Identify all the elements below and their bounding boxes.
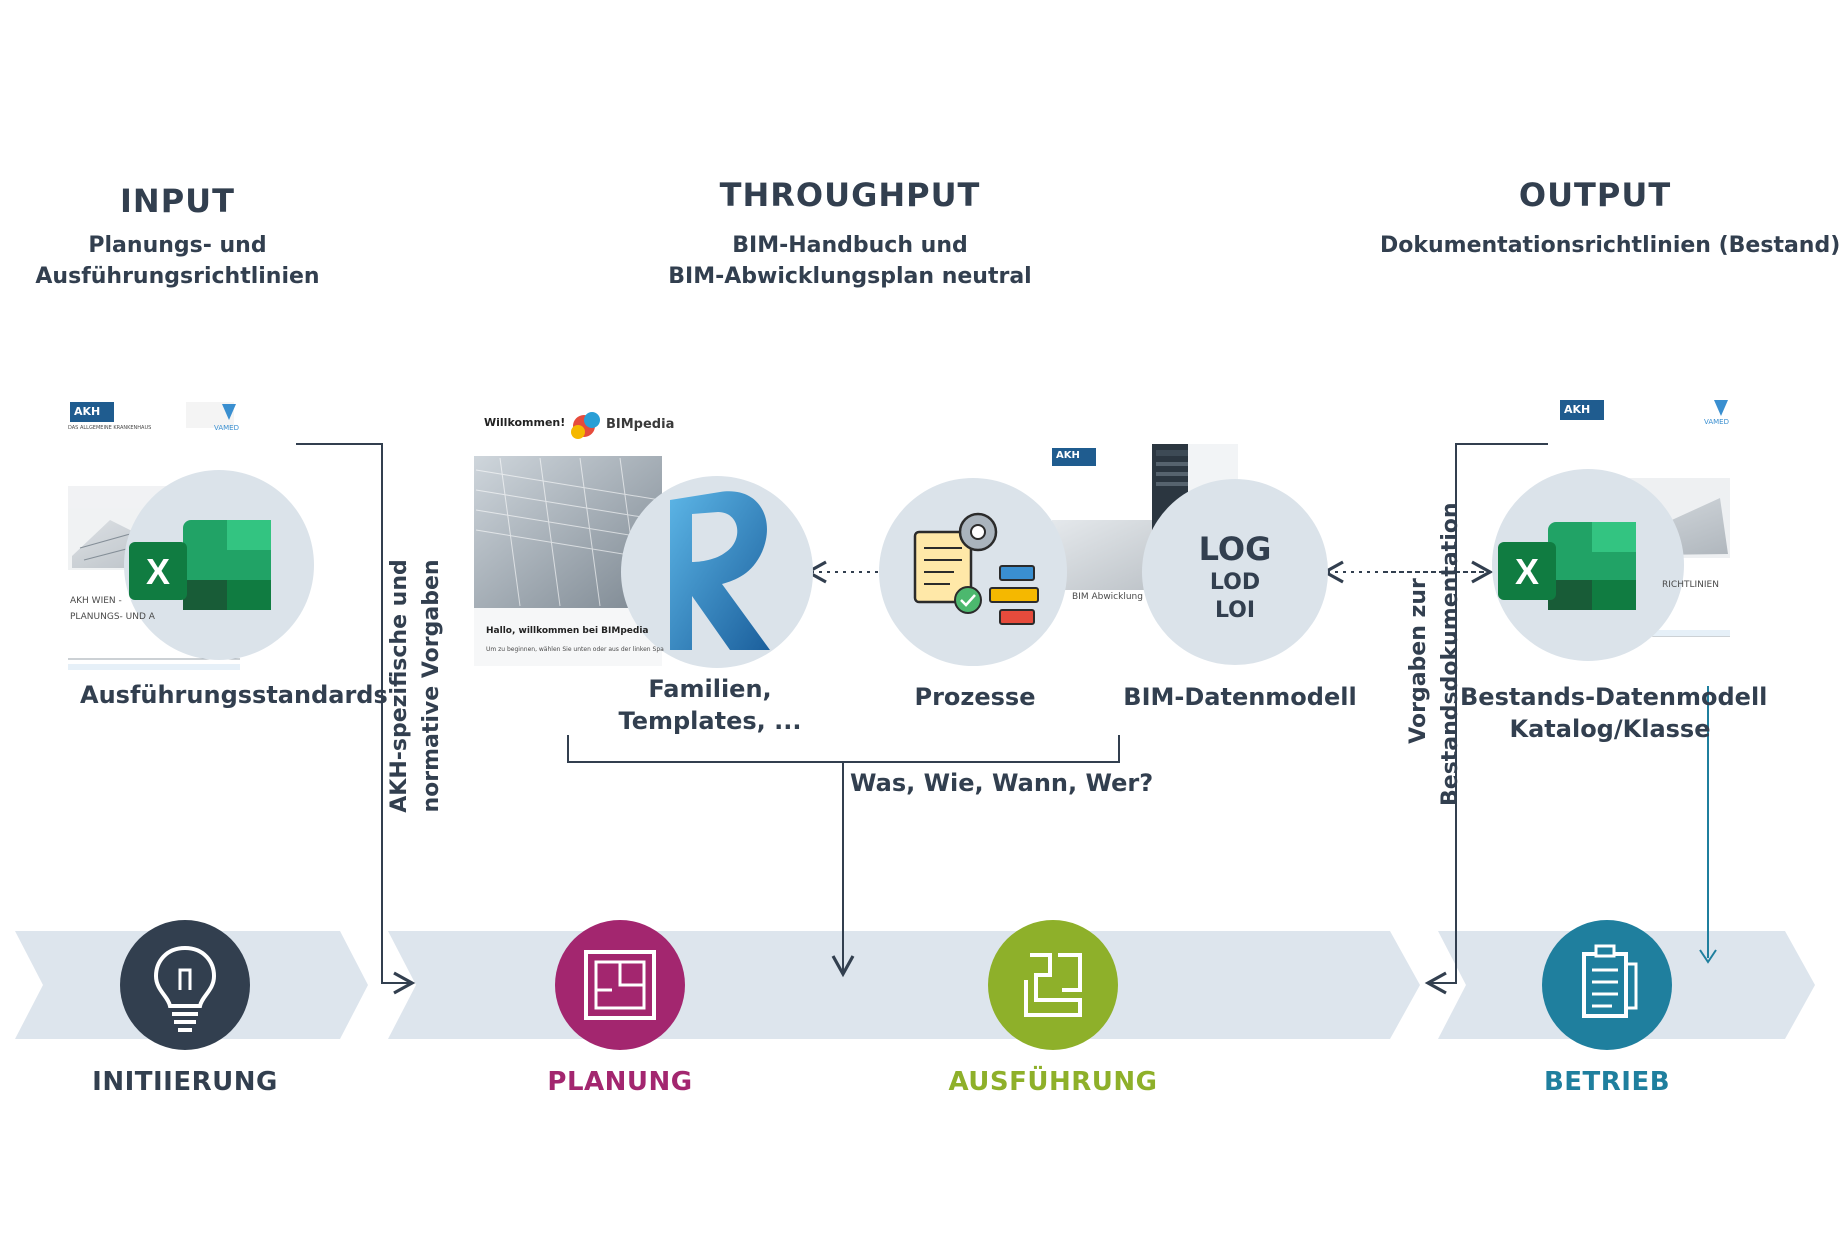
connectors: [288, 443, 1548, 995]
throughput-subtitle-line2: BIM-Abwicklungsplan neutral: [668, 264, 1032, 289]
circle-prozesse: [879, 478, 1067, 666]
phase-circle-ausfuehrung: [988, 920, 1118, 1050]
familien-label-line1: Familien,: [648, 675, 772, 703]
input-title: INPUT: [120, 182, 235, 220]
akh-doc-title-line1: AKH WIEN -: [70, 596, 122, 606]
akh-doc-title-line2: PLANUNGS- UND A: [70, 612, 155, 622]
prozesse-label: Prozesse: [914, 683, 1036, 711]
akh-vertical-line1: AKH-spezifische und: [387, 559, 412, 813]
bestand-logo-text: AKH: [1564, 403, 1591, 416]
bestand-connector: [1424, 443, 1548, 995]
output-title: OUTPUT: [1518, 176, 1672, 214]
bestand-partner-text: VAMED: [1704, 418, 1729, 426]
throughput-title: THROUGHPUT: [719, 176, 981, 214]
output-subtitle-line1: Dokumentationsrichtlinien (Bestand): [1380, 233, 1840, 258]
svg-text:X: X: [1515, 551, 1539, 592]
bimpedia-brand: BIMpedia: [606, 417, 675, 432]
bimpedia-hello: Hallo, willkommen bei BIMpedia: [486, 626, 649, 636]
phase-circle-betrieb: [1542, 920, 1672, 1050]
akh-connector: [288, 443, 416, 995]
circle-log-lod-loi: [1142, 479, 1328, 665]
bim-doc-logo: AKH: [1056, 450, 1080, 461]
phase-label-planung: PLANUNG: [547, 1067, 693, 1097]
bimpedia-hint: Um zu beginnen, wählen Sie unten oder au…: [486, 646, 664, 653]
phase-circle-initiierung: [120, 920, 250, 1050]
circle-excel-output: X: [1492, 469, 1684, 661]
log-badge: LOG: [1198, 530, 1272, 568]
akh-logo-subtext: DAS ALLGEMEINE KRANKENHAUS: [68, 425, 152, 431]
bimpedia-welcome: Willkommen!: [484, 416, 566, 429]
phase-label-ausfuehrung: AUSFÜHRUNG: [948, 1067, 1158, 1097]
band-segment-planung-ausfuehrung: [388, 931, 1420, 1039]
throughput-bracket: [567, 735, 1120, 763]
circle-revit: [621, 476, 813, 668]
svg-text:X: X: [146, 551, 170, 592]
bestand-vertical-line1: Vorgaben zur: [1406, 578, 1431, 744]
input-subtitle-line1: Planungs- und: [88, 233, 267, 258]
bestands-datenmodell-label-line2: Katalog/Klasse: [1509, 715, 1711, 743]
akh-vertical-line2: normative Vorgaben: [419, 559, 444, 813]
phase-circle-planung: [555, 920, 685, 1050]
bracket-label: Was, Wie, Wann, Wer?: [850, 769, 1154, 797]
ausfuehrungsstandards-label: Ausführungsstandards: [80, 681, 388, 709]
bim-doc-caption: BIM Abwicklung: [1072, 592, 1143, 602]
akh-logo-text: AKH: [74, 405, 101, 418]
circle-excel-input: X: [124, 470, 314, 660]
akh-partner-text: VAMED: [214, 424, 239, 432]
bestand-doc-caption: RICHTLINIEN: [1662, 580, 1719, 590]
bestands-datenmodell-label-line1: Bestands-Datenmodell: [1460, 683, 1768, 711]
familien-label-line2: Templates, ...: [618, 707, 802, 735]
lod-badge: LOD: [1209, 570, 1261, 595]
phase-label-betrieb: BETRIEB: [1543, 1067, 1671, 1097]
input-subtitle-line2: Ausführungsrichtlinien: [35, 264, 320, 289]
bestand-vertical-label: Vorgaben zur Bestandsdokumentation: [1403, 502, 1467, 806]
bestand-vertical-line2: Bestandsdokumentation: [1438, 502, 1463, 806]
loi-badge: LOI: [1214, 598, 1256, 623]
akh-vertical-label: AKH-spezifische und normative Vorgaben: [384, 556, 448, 816]
throughput-subtitle-line1: BIM-Handbuch und: [732, 233, 968, 258]
phase-label-initiierung: INITIIERUNG: [92, 1067, 278, 1097]
bim-datenmodell-label: BIM-Datenmodell: [1123, 683, 1357, 711]
